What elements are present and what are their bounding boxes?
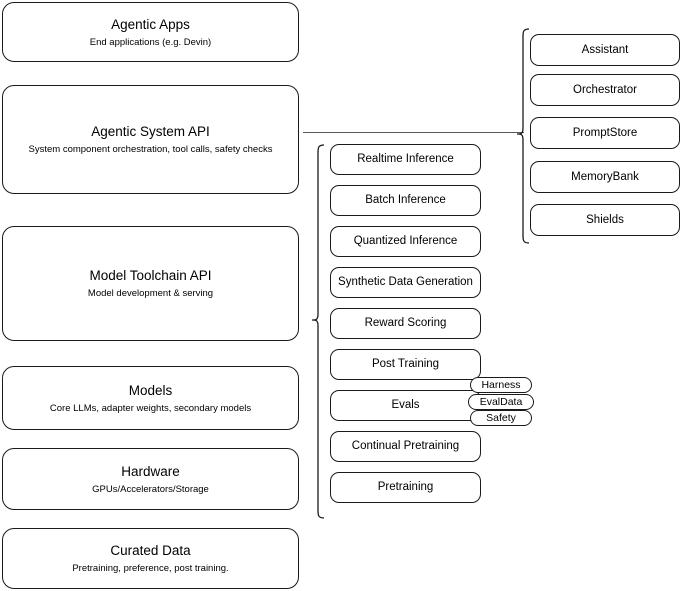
component-label: MemoryBank — [571, 170, 639, 183]
component-box-memorybank[interactable]: MemoryBank — [530, 161, 680, 193]
component-label: PromptStore — [572, 126, 638, 139]
layer-box-models[interactable]: Models Core LLMs, adapter weights, secon… — [2, 366, 299, 430]
connector-line-system-api-to-components — [303, 132, 524, 133]
capability-box-continual-pretraining[interactable]: Continual Pretraining — [330, 431, 481, 462]
eval-pill-safety[interactable]: Safety — [470, 410, 532, 426]
capability-box-realtime-inference[interactable]: Realtime Inference — [330, 144, 481, 175]
eval-pill-label: EvalData — [479, 396, 523, 408]
layer-title: Hardware — [121, 463, 180, 479]
layer-title: Model Toolchain API — [89, 268, 212, 283]
capability-box-quantized-inference[interactable]: Quantized Inference — [330, 226, 481, 257]
layer-title: Models — [128, 382, 173, 398]
component-box-orchestrator[interactable]: Orchestrator — [530, 74, 680, 106]
capability-box-post-training[interactable]: Post Training — [330, 349, 481, 380]
eval-pill-harness[interactable]: Harness — [470, 377, 532, 393]
capability-box-reward-scoring[interactable]: Reward Scoring — [330, 308, 481, 339]
layer-box-curated-data[interactable]: Curated Data Pretraining, preference, po… — [2, 528, 299, 589]
component-label: Orchestrator — [573, 83, 637, 96]
component-label: Assistant — [581, 43, 629, 56]
capability-box-batch-inference[interactable]: Batch Inference — [330, 185, 481, 216]
layer-subtitle: End applications (e.g. Devin) — [89, 36, 212, 48]
layer-subtitle: GPUs/Accelerators/Storage — [92, 483, 209, 495]
eval-pill-label: Harness — [481, 379, 521, 391]
component-label: Shields — [586, 213, 624, 226]
capability-label: Quantized Inference — [353, 235, 458, 247]
component-box-assistant[interactable]: Assistant — [530, 34, 680, 66]
capability-label: Continual Pretraining — [351, 440, 460, 452]
layer-subtitle: Model development & serving — [87, 288, 214, 299]
eval-pill-evaldata[interactable]: EvalData — [468, 394, 534, 410]
layer-title: Agentic System API — [91, 124, 210, 139]
capability-label: Reward Scoring — [364, 317, 447, 329]
capability-label: Post Training — [371, 358, 440, 370]
capability-box-synthetic-data-generation[interactable]: Synthetic Data Generation — [330, 267, 481, 298]
layer-subtitle: System component orchestration, tool cal… — [28, 144, 273, 155]
layer-subtitle: Core LLMs, adapter weights, secondary mo… — [49, 402, 252, 414]
brace-system-components — [516, 28, 530, 244]
layer-box-model-toolchain-api[interactable]: Model Toolchain API Model development & … — [2, 226, 299, 341]
eval-pill-label: Safety — [486, 412, 516, 424]
layer-title: Agentic Apps — [111, 16, 190, 32]
brace-toolchain-capabilities — [311, 144, 325, 519]
layer-title: Curated Data — [110, 543, 191, 558]
capability-label: Evals — [391, 399, 420, 411]
capability-label: Pretraining — [377, 481, 434, 493]
capability-box-pretraining[interactable]: Pretraining — [330, 472, 481, 503]
capability-label: Batch Inference — [365, 194, 446, 206]
layer-subtitle: Pretraining, preference, post training. — [72, 563, 229, 574]
capability-label: Synthetic Data Generation — [338, 276, 473, 288]
component-box-shields[interactable]: Shields — [530, 204, 680, 236]
component-box-promptstore[interactable]: PromptStore — [530, 117, 680, 149]
layer-box-hardware[interactable]: Hardware GPUs/Accelerators/Storage — [2, 448, 299, 510]
capability-label: Realtime Inference — [357, 153, 454, 165]
capability-box-evals[interactable]: Evals — [330, 390, 481, 421]
layer-box-agentic-system-api[interactable]: Agentic System API System component orch… — [2, 85, 299, 194]
layer-box-agentic-apps[interactable]: Agentic Apps End applications (e.g. Devi… — [2, 2, 299, 62]
